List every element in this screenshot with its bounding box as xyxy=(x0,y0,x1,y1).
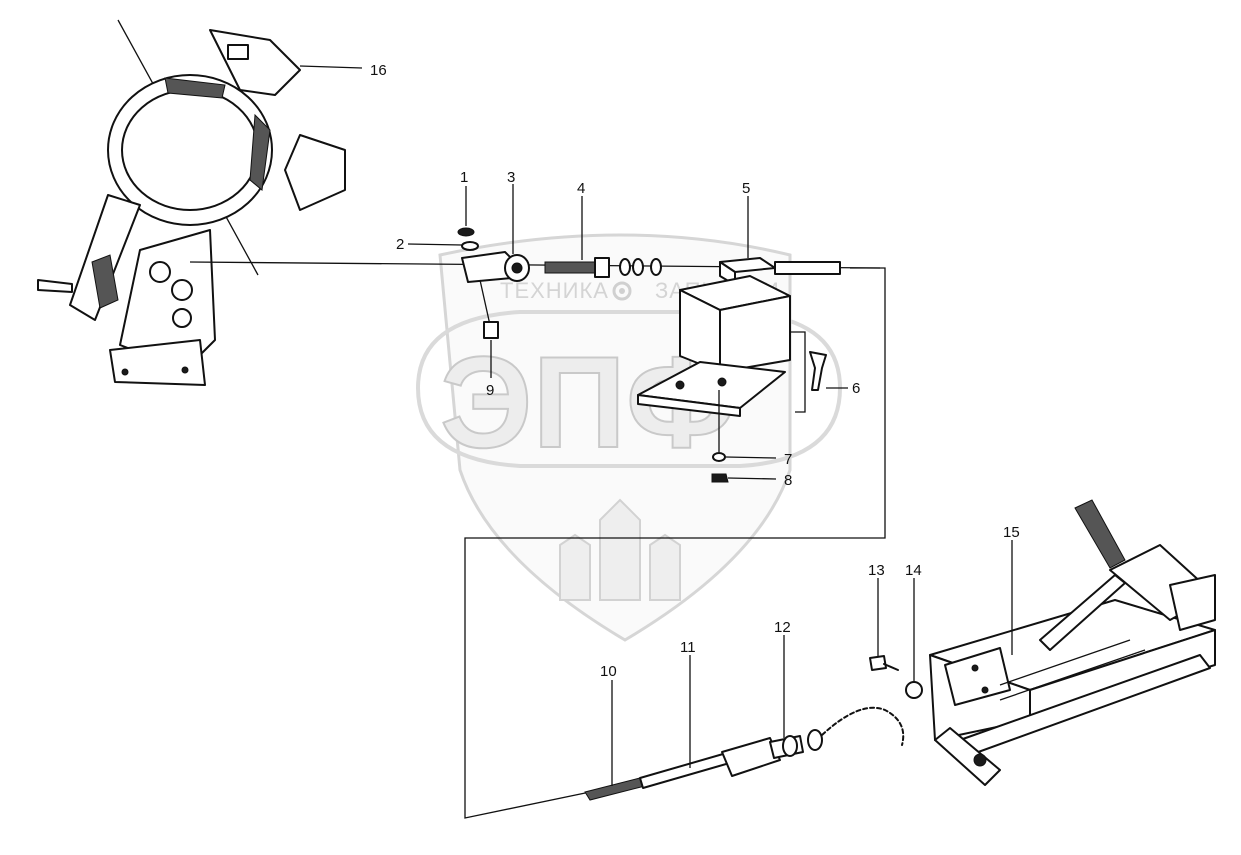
part-11-sleeve xyxy=(639,751,734,789)
part-14-nut xyxy=(905,681,923,699)
part-10-cable-end xyxy=(584,777,646,801)
part-1-cotter xyxy=(457,227,475,237)
callout-12: 12 xyxy=(774,619,791,636)
callout-13: 13 xyxy=(868,562,885,579)
part-13-bolt xyxy=(869,655,887,671)
part-4-threaded-rod xyxy=(544,257,662,278)
part-8-nut xyxy=(711,473,729,483)
part-2-washer xyxy=(461,241,479,251)
callout-2: 2 xyxy=(396,236,404,253)
cable-wire xyxy=(821,706,905,746)
callout-11: 11 xyxy=(680,639,696,656)
wheat-icon xyxy=(559,498,681,601)
fasteners-6-7-8 xyxy=(711,351,827,483)
callout-6: 6 xyxy=(852,380,860,397)
callout-9: 9 xyxy=(486,382,494,399)
control-lever-assembly xyxy=(929,499,1216,786)
part-9-bolt xyxy=(483,321,499,339)
callout-labels: 1 2 3 4 5 6 7 8 9 10 11 12 13 14 15 16 xyxy=(370,62,1020,680)
mounting-bracket xyxy=(637,257,841,417)
callout-15: 15 xyxy=(1003,524,1020,541)
lever-handle xyxy=(1074,499,1126,569)
leader-lines xyxy=(299,65,1013,786)
callout-8: 8 xyxy=(784,472,792,489)
callout-5: 5 xyxy=(742,180,750,197)
callout-4: 4 xyxy=(577,180,585,197)
gear-icon xyxy=(612,281,632,301)
callout-10: 10 xyxy=(600,663,617,680)
cable-route-line xyxy=(464,267,886,819)
control-cable xyxy=(584,706,905,801)
callout-7: 7 xyxy=(784,451,792,468)
callout-16: 16 xyxy=(370,62,387,79)
part-6-screw xyxy=(809,351,827,391)
callout-14: 14 xyxy=(905,562,922,579)
part-12-nut xyxy=(782,735,798,757)
part-7-washer xyxy=(712,452,726,462)
fastener-stack xyxy=(457,227,662,339)
callout-3: 3 xyxy=(507,169,515,186)
watermark-text-left: ТЕХНИКА xyxy=(500,278,609,303)
callout-1: 1 xyxy=(460,169,468,186)
